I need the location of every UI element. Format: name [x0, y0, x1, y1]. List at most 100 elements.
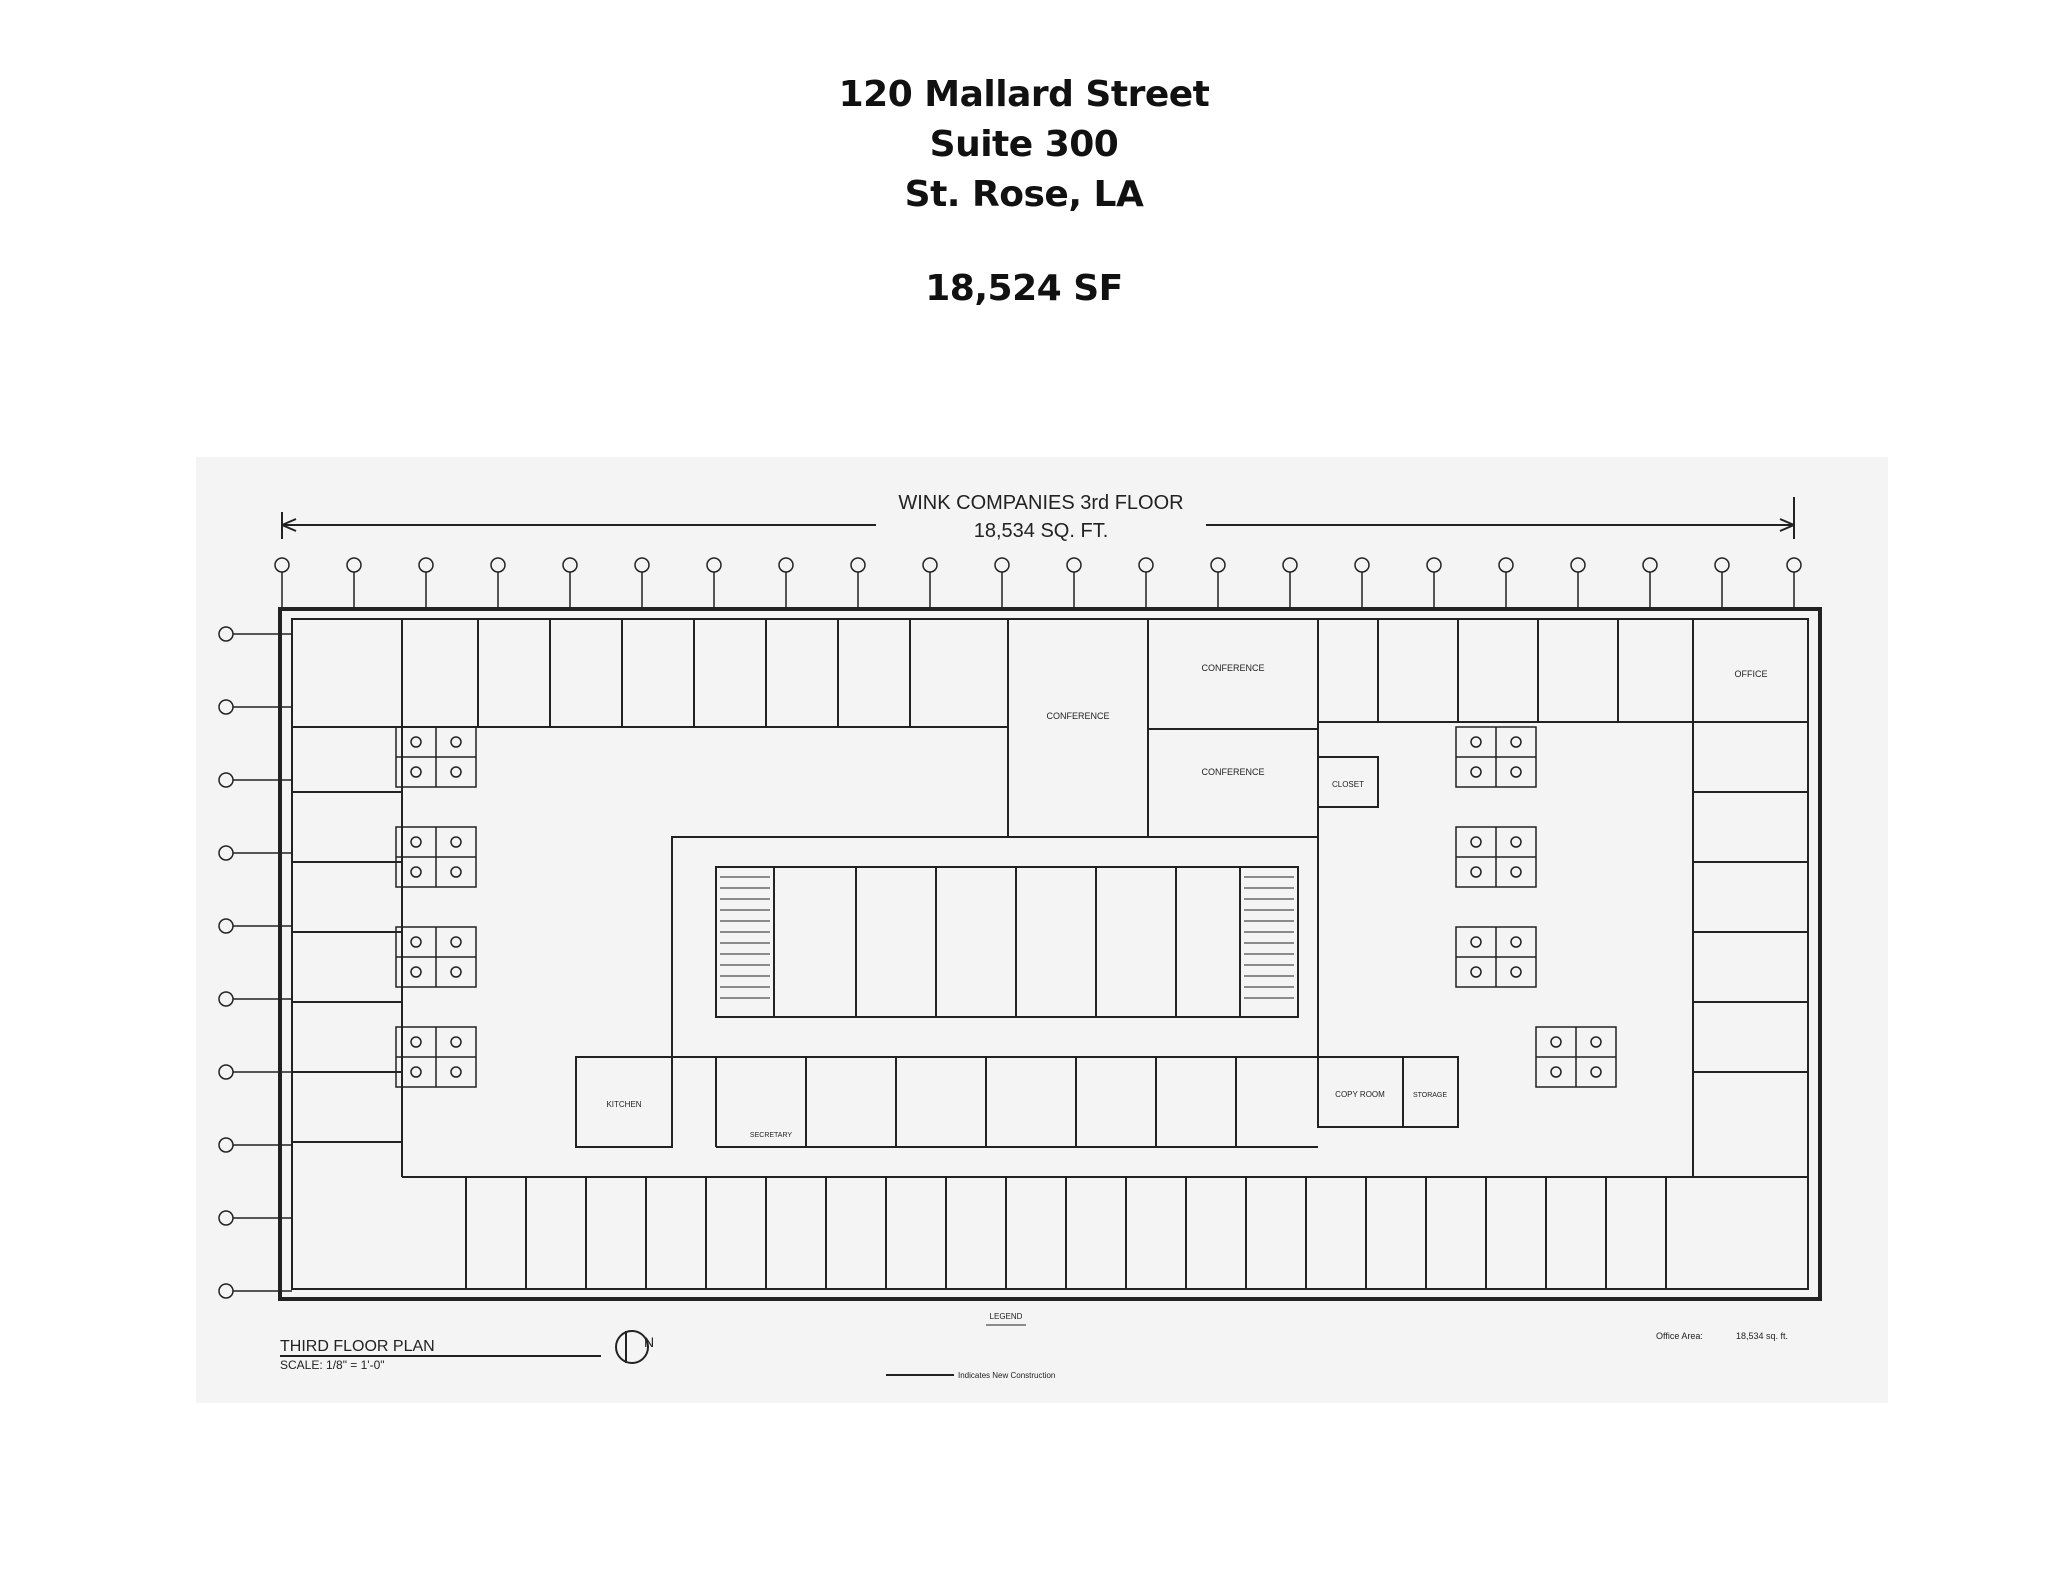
- column-marker: [1498, 557, 1514, 573]
- column-marker: [1570, 557, 1586, 573]
- city-line: St. Rose, LA: [904, 174, 1144, 215]
- chair-icon: [410, 1036, 422, 1048]
- banner-area: 18,534 SQ. FT.: [974, 520, 1109, 542]
- right-offices: [1692, 722, 1808, 1178]
- workstation-clusters: [395, 726, 1617, 1088]
- row-marker: [218, 1283, 234, 1299]
- chair-icon: [450, 966, 462, 978]
- top-offices: [292, 619, 1009, 837]
- chair-icon: [410, 1066, 422, 1078]
- left-offices: [292, 727, 403, 1177]
- floor-plan: WINK COMPANIES 3rd FLOOR 18,534 SQ. FT. …: [218, 487, 1822, 1380]
- row-grid-markers: [218, 626, 292, 1299]
- title-block: THIRD FLOOR PLAN SCALE: 1/8" = 1'-0" N: [280, 1330, 654, 1372]
- row-marker: [218, 991, 234, 1007]
- column-marker: [1426, 557, 1442, 573]
- plan-title: THIRD FLOOR PLAN: [280, 1338, 435, 1355]
- chair-icon: [1510, 866, 1522, 878]
- column-marker: [490, 557, 506, 573]
- column-marker: [994, 557, 1010, 573]
- legend-title: LEGEND: [990, 1312, 1023, 1321]
- row-marker: [218, 626, 234, 642]
- row-marker: [218, 1064, 234, 1080]
- building-core: [671, 836, 1319, 1058]
- chair-icon: [450, 866, 462, 878]
- column-marker: [706, 557, 722, 573]
- conference-label-3: CONFERENCE: [1201, 767, 1264, 777]
- top-right-offices: OFFICE: [1318, 619, 1808, 723]
- row-marker: [218, 918, 234, 934]
- column-marker: [562, 557, 578, 573]
- row-marker: [218, 1137, 234, 1153]
- column-marker: [1786, 557, 1802, 573]
- chair-icon: [1510, 836, 1522, 848]
- column-marker: [778, 557, 794, 573]
- column-marker: [1066, 557, 1082, 573]
- column-marker: [922, 557, 938, 573]
- chair-icon: [1470, 966, 1482, 978]
- chair-icon: [1510, 936, 1522, 948]
- chair-icon: [450, 836, 462, 848]
- office-area-label: Office Area:: [1656, 1331, 1703, 1341]
- chair-icon: [1510, 966, 1522, 978]
- chair-icon: [410, 866, 422, 878]
- conference-rooms: CONFERENCE CONFERENCE CONFERENCE: [1007, 618, 1319, 838]
- legend: LEGEND Indicates New Construction: [886, 1312, 1055, 1380]
- copy-room-label: COPY ROOM: [1335, 1090, 1385, 1099]
- chair-icon: [410, 966, 422, 978]
- storage-label: STORAGE: [1413, 1092, 1447, 1099]
- column-marker: [1354, 557, 1370, 573]
- chair-icon: [1550, 1036, 1562, 1048]
- chair-icon: [1590, 1066, 1602, 1078]
- office-label-top-right: OFFICE: [1735, 669, 1768, 679]
- column-marker: [634, 557, 650, 573]
- column-marker: [274, 557, 290, 573]
- column-marker: [850, 557, 866, 573]
- address-line: 120 Mallard Street: [838, 74, 1210, 115]
- chair-icon: [1590, 1036, 1602, 1048]
- column-grid-markers: [274, 557, 1802, 609]
- chair-icon: [450, 1066, 462, 1078]
- office-area-note: Office Area: 18,534 sq. ft.: [1656, 1331, 1788, 1341]
- service-rooms: CLOSET COPY ROOM STORAGE: [1317, 756, 1459, 1128]
- chair-icon: [410, 936, 422, 948]
- column-marker: [1210, 557, 1226, 573]
- conference-label-2: CONFERENCE: [1201, 663, 1264, 673]
- dimension-line: WINK COMPANIES 3rd FLOOR 18,534 SQ. FT.: [281, 487, 1795, 542]
- row-marker: [218, 845, 234, 861]
- row-marker: [218, 1210, 234, 1226]
- column-marker: [1642, 557, 1658, 573]
- column-marker: [1138, 557, 1154, 573]
- chair-icon: [1510, 736, 1522, 748]
- legend-item: Indicates New Construction: [958, 1371, 1055, 1380]
- document-header: 120 Mallard Street Suite 300 St. Rose, L…: [0, 70, 2048, 314]
- chair-icon: [410, 836, 422, 848]
- bottom-middle-offices: [715, 1057, 1318, 1148]
- column-marker: [1282, 557, 1298, 573]
- suite-line: Suite 300: [929, 124, 1119, 165]
- bottom-offices: [402, 1176, 1693, 1289]
- row-marker: [218, 772, 234, 788]
- column-marker: [418, 557, 434, 573]
- chair-icon: [1470, 936, 1482, 948]
- secretary-label: SECRETARY: [750, 1132, 792, 1139]
- chair-icon: [410, 766, 422, 778]
- office-area-value: 18,534 sq. ft.: [1736, 1331, 1788, 1341]
- column-marker: [346, 557, 362, 573]
- row-marker: [218, 699, 234, 715]
- column-marker: [1714, 557, 1730, 573]
- plan-scale: SCALE: 1/8" = 1'-0": [280, 1358, 385, 1372]
- chair-icon: [1470, 836, 1482, 848]
- chair-icon: [1470, 866, 1482, 878]
- kitchen-label: KITCHEN: [606, 1100, 641, 1109]
- closet-label: CLOSET: [1332, 780, 1364, 789]
- chair-icon: [1470, 736, 1482, 748]
- north-arrow-icon: N: [644, 1334, 654, 1350]
- chair-icon: [410, 736, 422, 748]
- chair-icon: [1550, 1066, 1562, 1078]
- chair-icon: [450, 766, 462, 778]
- kitchen-area: KITCHEN SECRETARY: [575, 1056, 792, 1148]
- banner-title: WINK COMPANIES 3rd FLOOR: [898, 492, 1183, 514]
- chair-icon: [450, 736, 462, 748]
- chair-icon: [450, 1036, 462, 1048]
